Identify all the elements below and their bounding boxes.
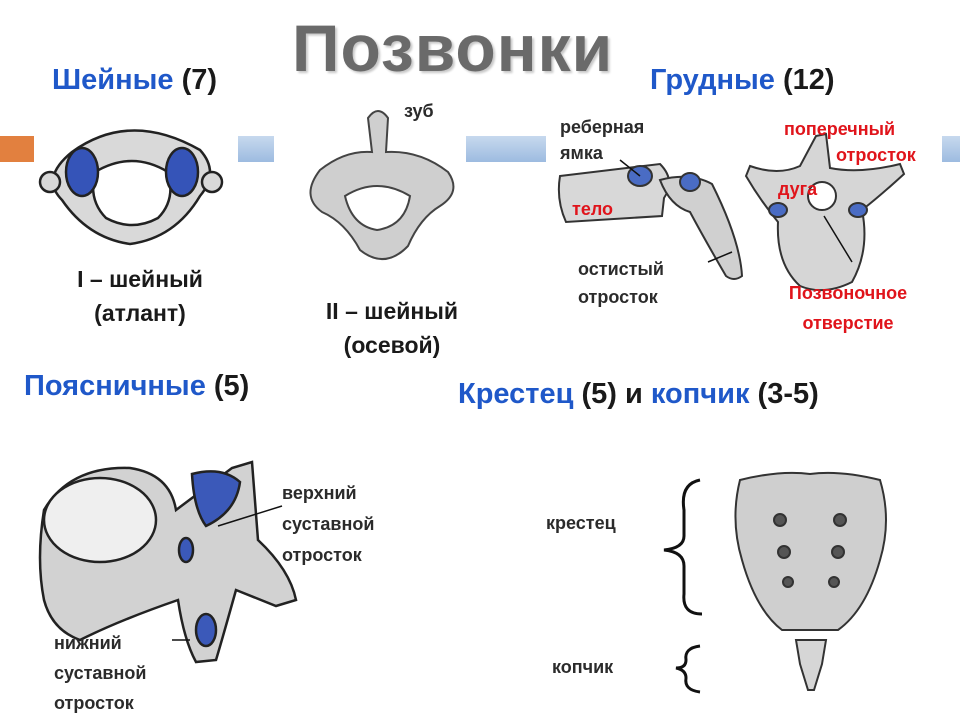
heading-coccyx-count: (3-5) (757, 378, 819, 410)
label-tooth: зуб (404, 101, 434, 121)
accent-bar-orange (0, 136, 34, 162)
heading-cervical-name: Шейные (52, 64, 174, 96)
label-foramen-line2: отверстие (802, 313, 894, 333)
label-lower-articular-line2: суставной (54, 663, 147, 683)
label-rib-fossa-line1: реберная (560, 117, 645, 137)
sacrum-brace (663, 478, 703, 616)
heading-cervical-count: (7) (181, 64, 218, 96)
heading-sacrum-count: (5) (581, 378, 617, 410)
heading-sacrum-name: Крестец (458, 378, 574, 410)
label-transverse: поперечный отросток (784, 118, 916, 166)
label-upper-articular: верхний суставной отросток (282, 478, 374, 571)
label-coccyx: копчик (552, 657, 614, 677)
coccyx-brace (675, 644, 701, 694)
caption-atlas: I – шейный (атлант) (40, 262, 240, 330)
axis-illustration (309, 110, 455, 260)
caption-axis: II – шейный (осевой) (284, 294, 500, 362)
label-upper-articular-line2: суставной (282, 514, 375, 534)
heading-sacrum-conj: и (625, 378, 643, 410)
label-spinous: остистый отросток (578, 258, 664, 308)
heading-cervical: Шейные (7) (52, 64, 217, 97)
sacrum-illustration (734, 471, 887, 691)
label-transverse-line2: отросток (836, 145, 916, 165)
caption-atlas-line2: (атлант) (94, 300, 186, 326)
label-arch: дуга (778, 179, 818, 199)
label-body: тело (572, 199, 614, 219)
accent-bar-blue-1 (238, 136, 274, 162)
label-rib-fossa: реберная ямка (560, 116, 644, 164)
lumbar-illustration (38, 460, 298, 664)
label-transverse-line1: поперечный (784, 119, 896, 139)
heading-coccyx-name: копчик (650, 378, 750, 410)
accent-bar-blue-2 (466, 136, 546, 162)
pointer-lines (172, 159, 853, 641)
heading-sacrum: Крестец (5) и копчик (3-5) (458, 378, 819, 411)
accent-bar-blue-3 (942, 136, 960, 162)
page-title: Позвонки (292, 11, 614, 85)
label-spinous-line2: отросток (578, 287, 658, 307)
label-lower-articular-line3: отросток (54, 693, 134, 713)
atlas-illustration (38, 129, 224, 246)
label-upper-articular-line1: верхний (282, 483, 357, 503)
label-foramen-line1: Позвоночное (788, 283, 908, 303)
label-lower-articular: нижний суставной отросток (54, 628, 146, 718)
heading-thoracic-count: (12) (782, 64, 835, 96)
caption-atlas-line1: I – шейный (77, 266, 203, 292)
heading-thoracic-name: Грудные (650, 64, 775, 96)
label-lower-articular-line1: нижний (54, 633, 122, 653)
heading-lumbar-count: (5) (213, 370, 250, 402)
caption-axis-line2: (осевой) (343, 332, 441, 358)
caption-axis-line1: II – шейный (325, 298, 459, 324)
heading-lumbar: Поясничные (5) (24, 370, 249, 403)
heading-thoracic: Грудные (12) (650, 64, 835, 97)
label-foramen: Позвоночное отверстие (760, 282, 936, 334)
label-upper-articular-line3: отросток (282, 545, 362, 565)
thoracic-top-illustration (744, 132, 906, 292)
label-rib-fossa-line2: ямка (560, 143, 603, 163)
label-sacrum: крестец (546, 513, 616, 533)
label-spinous-line1: остистый (578, 259, 664, 279)
heading-lumbar-name: Поясничные (24, 370, 206, 402)
